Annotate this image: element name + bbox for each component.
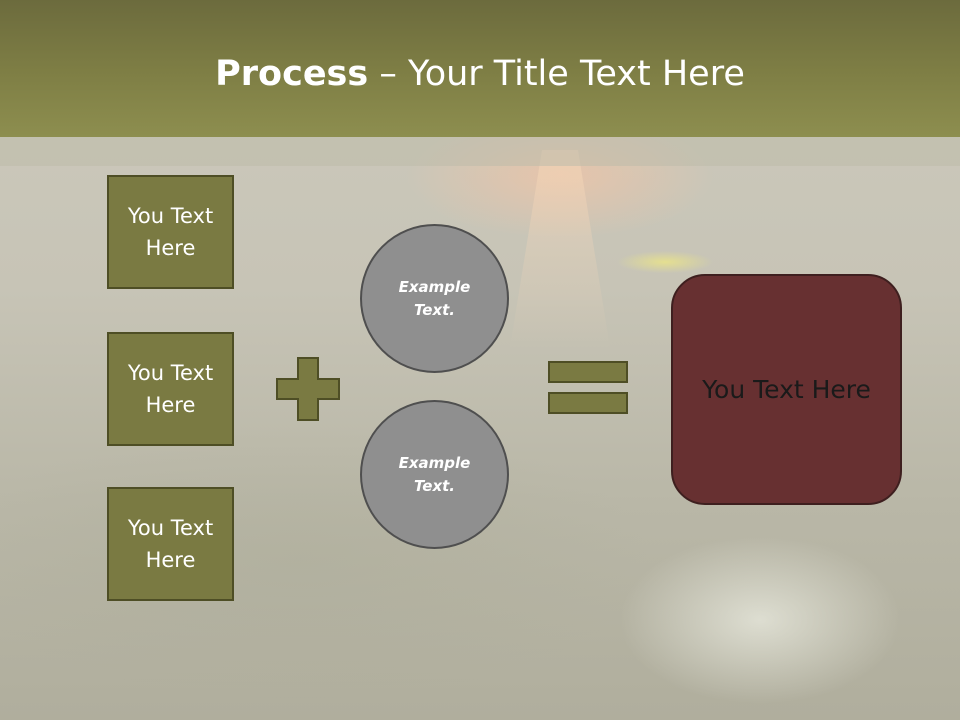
input-box-label: You Text Here [127,361,214,417]
title-normal-part: – Your Title Text Here [368,54,745,94]
input-box-2: You Text Here [107,332,234,446]
title-bold-part: Process [215,54,369,94]
input-box-1: You Text Here [107,175,234,289]
slide-title: Process – Your Title Text Here [0,52,960,96]
example-circle-2: Example Text. [360,400,509,549]
plus-icon [276,357,340,421]
result-box: You Text Here [671,274,902,505]
circle-label: Example Text. [398,277,471,319]
example-circle-1: Example Text. [360,224,509,373]
title-bar [0,0,960,137]
input-box-3: You Text Here [107,487,234,601]
title-band [0,137,960,166]
equals-icon [548,361,628,414]
input-box-label: You Text Here [127,204,214,260]
circle-label: Example Text. [398,453,471,495]
input-box-label: You Text Here [127,516,214,572]
result-label: You Text Here [702,374,871,404]
